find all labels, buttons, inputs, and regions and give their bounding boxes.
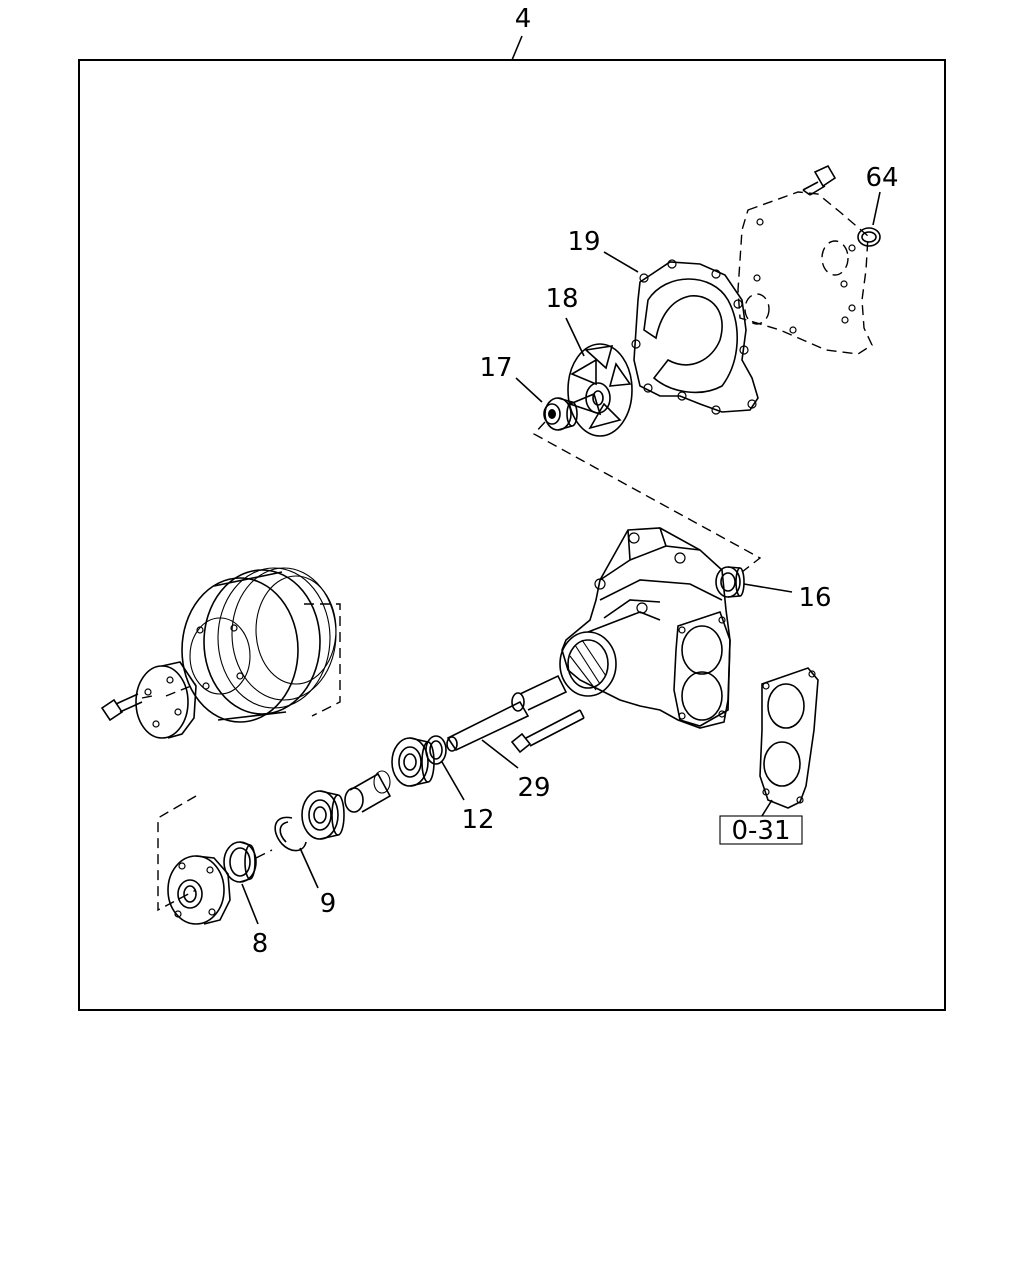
inner-bearing: [301, 790, 345, 840]
callout-4: 4: [515, 4, 532, 34]
pulley-bolt: [100, 693, 153, 722]
front-bearing: [391, 737, 435, 787]
callout-8: 8: [252, 929, 269, 959]
callout-29: 29: [517, 773, 550, 803]
leader-19: [603, 251, 639, 273]
callout-19: 19: [567, 227, 600, 257]
spacer-sleeve: [344, 770, 392, 813]
reference-box-label: 0-31: [731, 816, 790, 846]
leader-0-31: [761, 799, 773, 817]
part-16-bearing: [715, 566, 745, 598]
assembly-line-seal-to-bearing: [255, 849, 273, 859]
bracket-pulley: [304, 603, 341, 717]
callout-18: 18: [545, 284, 578, 314]
stud-bolt: [510, 709, 585, 754]
reference-box: [719, 815, 803, 845]
pulley: [181, 567, 337, 723]
bracket-hub: [157, 795, 197, 912]
leader-12: [441, 761, 465, 801]
callout-16: 16: [798, 583, 831, 613]
callout-17: 17: [479, 353, 512, 383]
callout-9: 9: [320, 889, 337, 919]
pump-body: [559, 527, 731, 729]
hub-flange: [167, 855, 231, 925]
pulley-flange-plate: [135, 661, 197, 739]
part-9-snap-ring: [274, 816, 307, 852]
part-29-shaft: [446, 674, 568, 752]
flange-gasket: [759, 667, 819, 809]
leader-9: [299, 847, 319, 889]
leader-18: [565, 317, 585, 357]
cover-plate: [737, 191, 873, 355]
leader-16: [743, 583, 793, 593]
part-64-o-ring: [857, 227, 881, 247]
callout-12: 12: [461, 805, 494, 835]
leader-assembly: [511, 35, 523, 61]
part-12-washer: [425, 735, 447, 765]
part-18-impeller: [567, 343, 633, 437]
part-19-gasket: [631, 259, 759, 415]
callout-64: 64: [865, 163, 898, 193]
leader-64: [872, 191, 881, 226]
leader-17: [515, 377, 543, 403]
leader-8: [241, 883, 259, 925]
part-17-seal: [543, 397, 578, 431]
leader-29: [481, 739, 519, 769]
part-8-oil-seal: [223, 841, 257, 883]
assembly-line-seal-to-body: [532, 421, 762, 573]
cover-bolt: [802, 164, 837, 196]
